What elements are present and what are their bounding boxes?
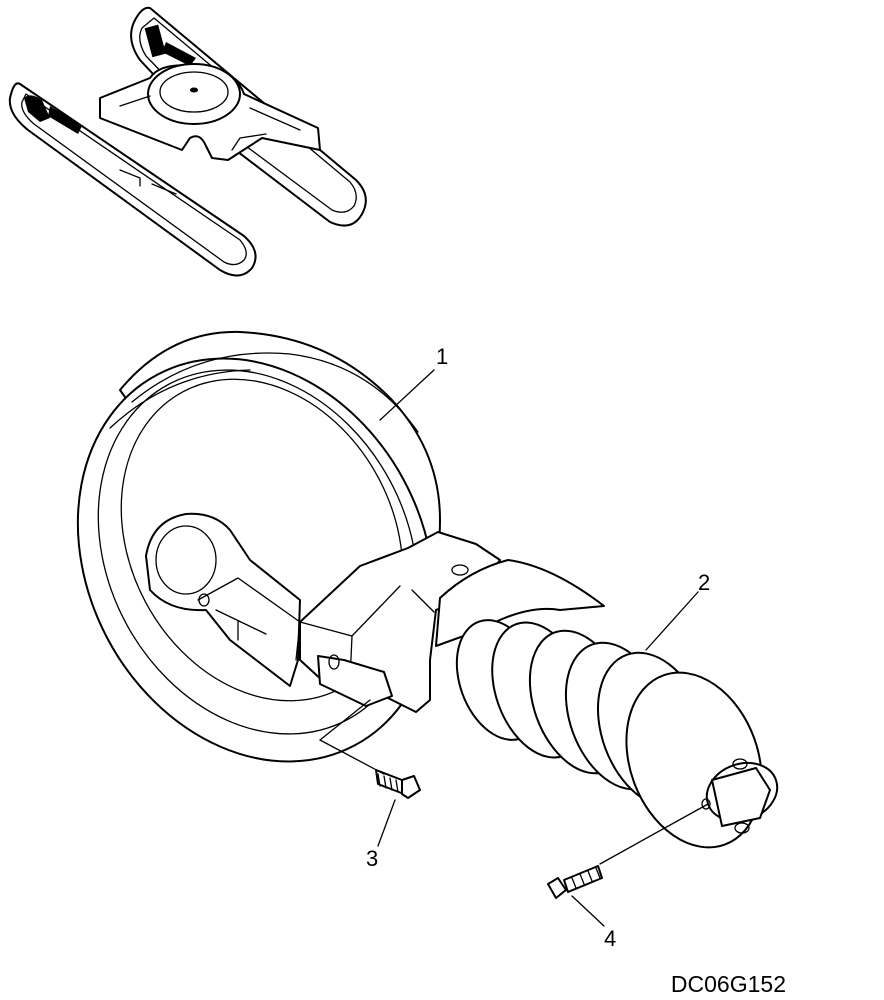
callout-3: 3	[366, 846, 378, 871]
callout-1: 1	[436, 344, 448, 369]
callout-2: 2	[698, 570, 710, 595]
callout-4: 4	[604, 926, 616, 951]
track-frame-illustration	[8, 6, 367, 277]
leader-lines	[319, 369, 709, 927]
recoil-spring-illustration	[299, 531, 779, 849]
bolt-part-4-illustration	[547, 865, 603, 899]
bolt-part-3-illustration	[375, 769, 421, 799]
figure-code: DC06G152	[670, 971, 786, 997]
